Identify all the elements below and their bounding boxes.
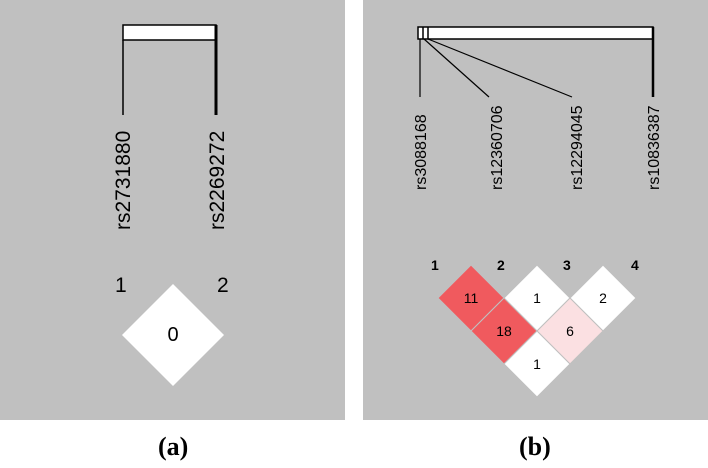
snp-label: rs3088168 — [413, 114, 430, 190]
snp-label: rs12360706 — [489, 105, 506, 190]
panel-b-caption: (b) — [519, 432, 551, 461]
ld-cell — [503, 330, 571, 398]
snp-label: rs2269272 — [206, 131, 229, 230]
ld-cell-value: 0 — [167, 324, 178, 346]
ld-cell-value: 2 — [599, 290, 607, 306]
gene-bar-a — [122, 24, 217, 41]
snp-index-label: 1 — [115, 274, 127, 297]
panel-a-caption: (a) — [158, 432, 189, 461]
snp-connector-line — [427, 38, 573, 98]
gene-bar-b — [417, 26, 654, 40]
snp-label: rs2731880 — [112, 131, 135, 230]
snp-label: rs10836387 — [646, 105, 663, 190]
ld-cell — [122, 284, 224, 386]
ld-cell-value: 6 — [566, 323, 574, 339]
snp-label: rs12294045 — [569, 105, 586, 190]
snp-index-label: 2 — [497, 257, 505, 273]
ld-cell-value: 1 — [533, 356, 541, 372]
ld-cell-value: 18 — [496, 323, 512, 339]
snp-index-label: 2 — [217, 274, 229, 297]
snp-connector-line — [423, 38, 490, 98]
panel-a: rs2731880 rs2269272 1 2 0 — [0, 0, 345, 420]
snp-index-label: 1 — [431, 257, 439, 273]
panel-a-diagram: rs2731880 rs2269272 1 2 0 — [112, 24, 229, 386]
panel-b: rs3088168 rs12360706 rs12294045 rs108363… — [363, 0, 708, 420]
panel-b-diagram: rs3088168 rs12360706 rs12294045 rs108363… — [413, 26, 663, 398]
snp-index-label: 4 — [631, 257, 639, 273]
snp-index-label: 3 — [563, 257, 571, 273]
ld-cell-value: 11 — [464, 290, 479, 306]
ld-cell-value: 1 — [533, 290, 541, 306]
